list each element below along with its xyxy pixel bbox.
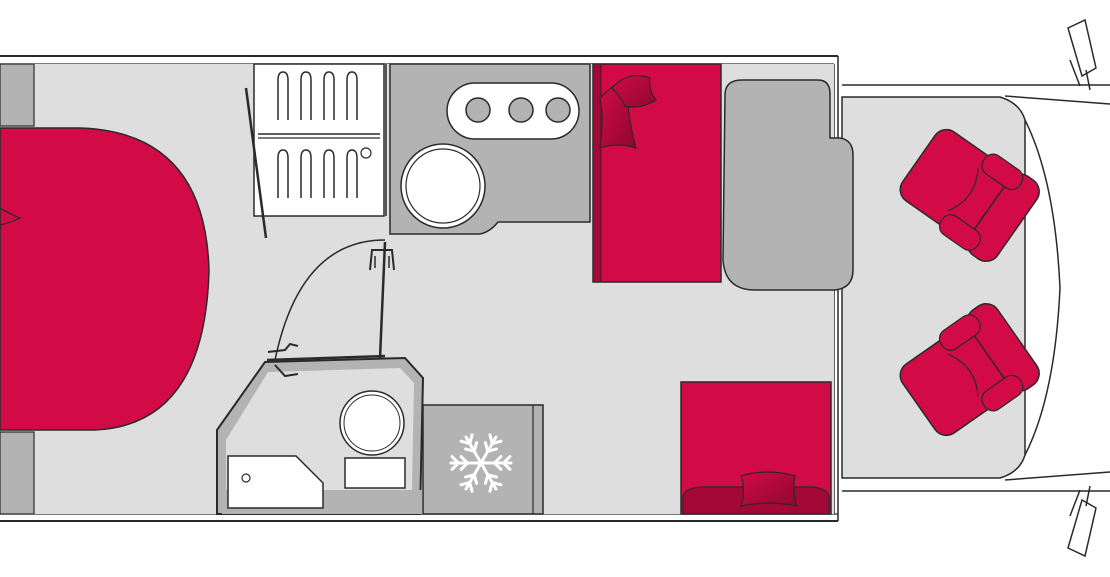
front-bench-seat [592,63,722,283]
bathroom-door [266,239,395,378]
hanger-icon [346,71,358,120]
hanger-icon [277,71,289,120]
bedside-cabinet-bottom [0,431,35,515]
dining-table [722,79,854,291]
pillow-icon [599,75,657,149]
island-bed [0,127,210,431]
shower-tray-icon [227,455,324,509]
snowflake-icon [449,433,513,493]
bedside-cabinet-top [0,63,35,127]
hanger-icon [300,71,312,120]
hanger-icon [323,71,335,120]
pillow-icon [740,471,798,507]
hanger-icon [300,149,312,198]
stove-burner-icon [465,97,491,123]
mirror-icon-bottom [1067,485,1097,558]
bed-pillow-fold [0,207,22,226]
stove-burner-icon [508,97,534,123]
hanger-icon [323,149,335,198]
hanger-icon [346,149,358,198]
sink-icon [400,143,486,229]
hanger-icon [277,149,289,198]
seat-icon [899,303,1040,437]
seat-icon [899,128,1040,262]
mirror-icon-top [1067,18,1097,91]
toilet-icon [339,390,406,489]
stove-burner-icon [545,97,571,123]
cab-body-contour [842,84,1110,492]
side-bench-seat [680,381,832,515]
wardrobe [244,63,387,239]
